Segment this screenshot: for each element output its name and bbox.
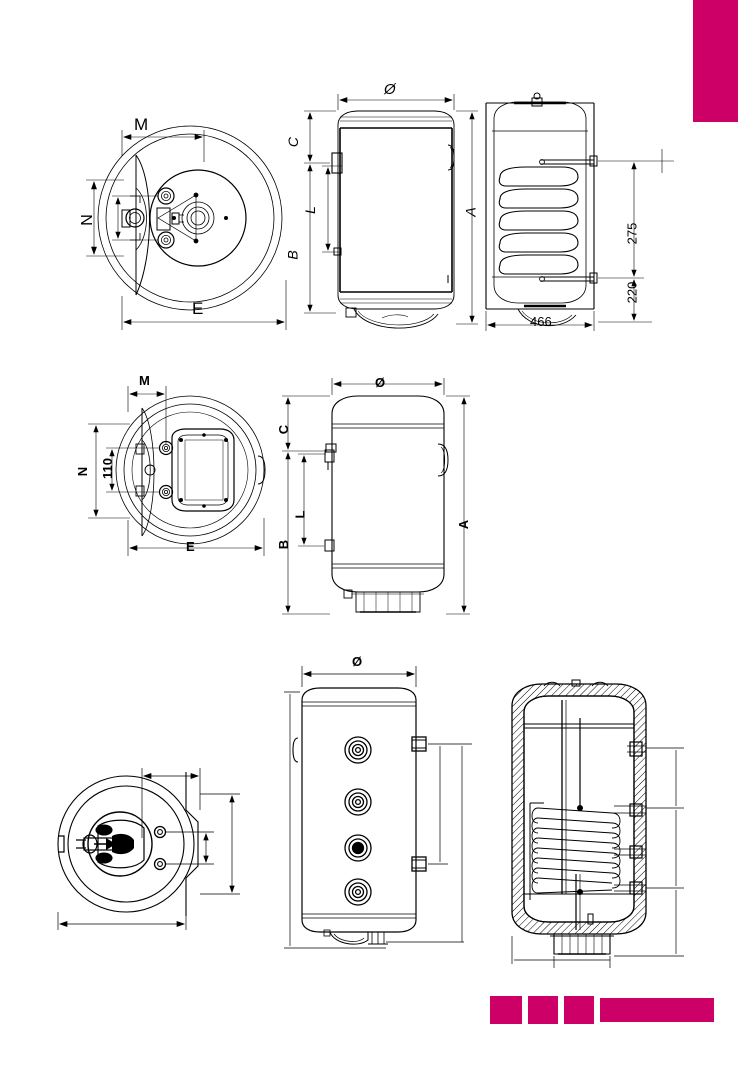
row2-label-diameter: Ø	[375, 375, 386, 390]
row2-flange-view	[68, 378, 298, 568]
row1-coil-view	[466, 85, 696, 335]
swatch-1	[490, 996, 522, 1024]
row1-label-C: C	[285, 136, 302, 148]
row1-label-M: M	[134, 115, 149, 134]
row2-label-L: L	[292, 510, 308, 519]
row2-label-N: N	[75, 466, 91, 477]
row1-label-275: 275	[624, 222, 640, 245]
row1-label-diameter: Ø	[384, 81, 396, 98]
row1-label-E: E	[192, 299, 204, 318]
swatch-wide	[600, 998, 714, 1022]
row2-label-E: E	[186, 539, 195, 554]
row2-label-M: M	[139, 373, 150, 388]
row2-label-A: A	[456, 519, 472, 530]
swatch-3	[564, 996, 594, 1024]
row1-label-N: N	[78, 214, 96, 226]
row2-label-C: C	[276, 424, 292, 435]
row3-top-view	[48, 752, 258, 932]
row2-side-view	[268, 372, 478, 630]
row2-label-B: B	[276, 539, 292, 550]
row1-label-B: B	[284, 250, 301, 260]
swatch-2	[528, 996, 558, 1024]
row1-label-466: 466	[530, 314, 552, 329]
row1-label-220: 220	[624, 281, 640, 304]
row2-label-110: 110	[99, 458, 115, 479]
row1-side-view	[296, 80, 486, 340]
row1-label-L: L	[301, 206, 318, 214]
row3-section-view	[494, 668, 734, 968]
row1-flange-view	[78, 100, 308, 340]
row3-front-view	[272, 652, 492, 952]
page-accent-bar	[693, 0, 738, 122]
row3-label-diameter: Ø	[352, 654, 363, 669]
